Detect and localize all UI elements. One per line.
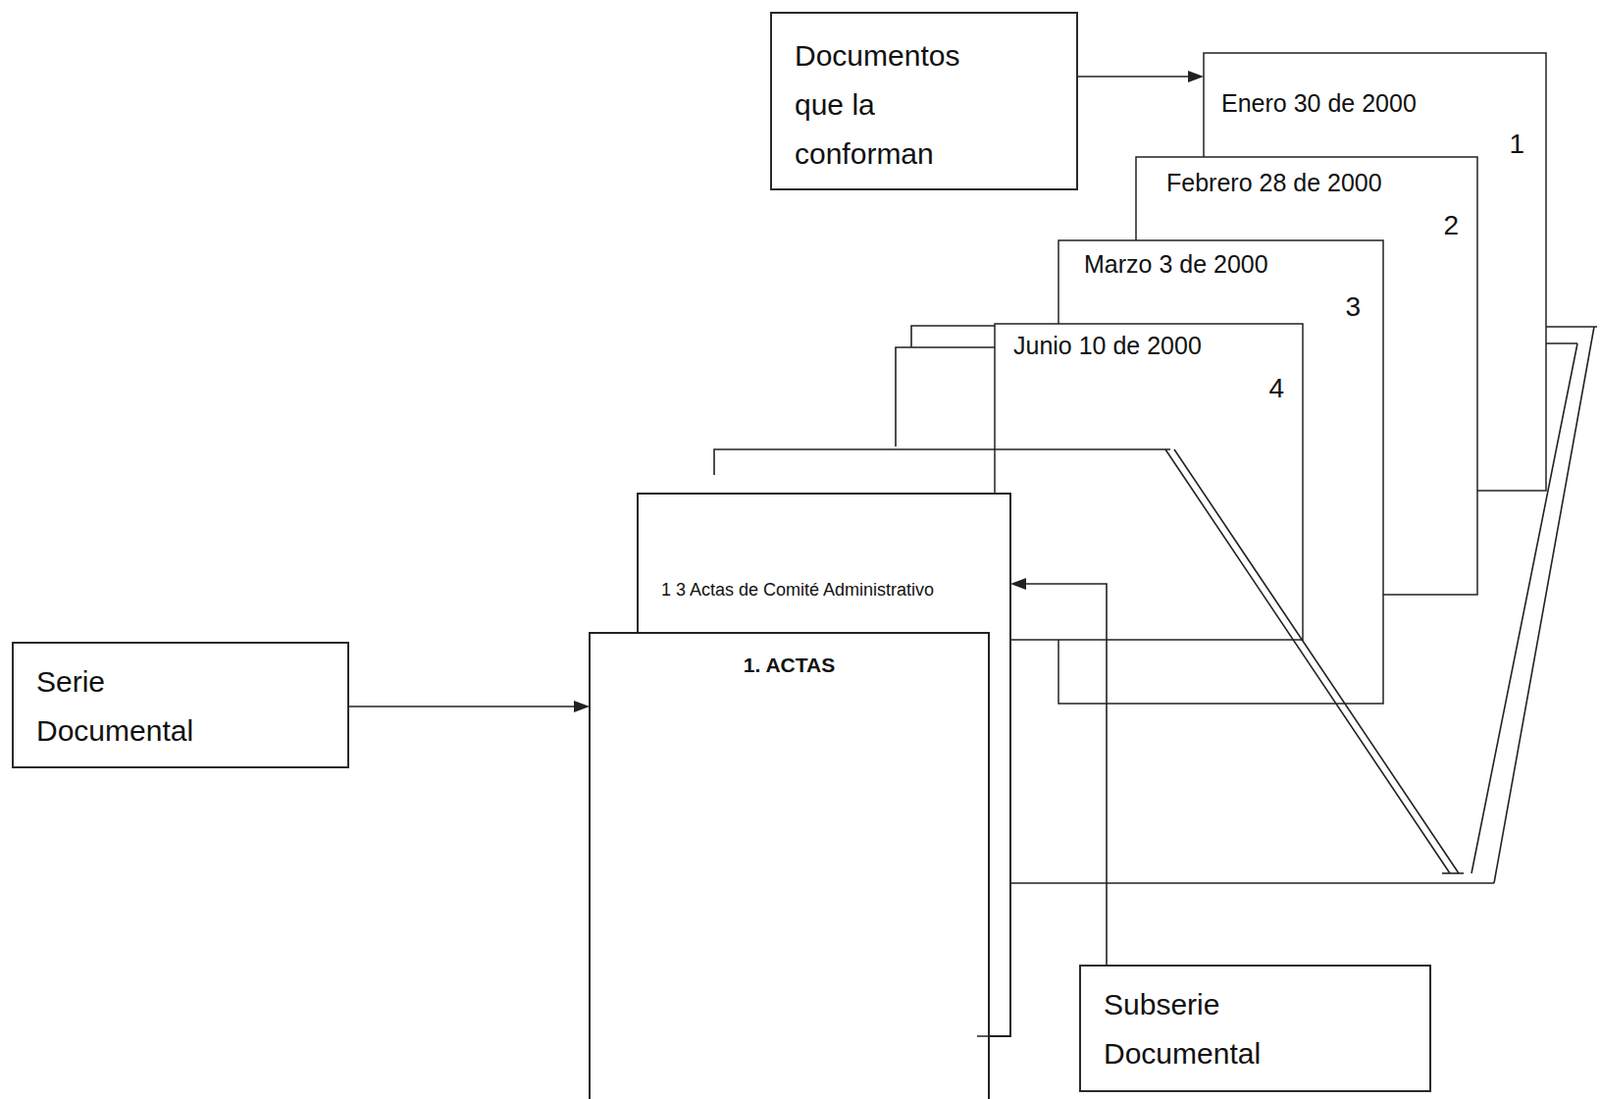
connector-line (1078, 75, 1190, 78)
arrow-head (573, 700, 590, 713)
connector-arrow (1010, 577, 1107, 965)
document-page: Marzo 3 de 2000 3 (1058, 240, 1384, 704)
document-date: Marzo 3 de 2000 (1083, 249, 1269, 279)
folder-edge (1165, 449, 1459, 874)
callout-text: Serie Documental (36, 657, 213, 756)
subseries-title: 1 3 Actas de Comité Administrativo (661, 579, 934, 602)
document-number: 1 (1508, 127, 1525, 161)
callout-text: Subserie Documental (1103, 980, 1281, 1079)
series-title: 1. ACTAS (589, 652, 989, 677)
document-number: 3 (1344, 290, 1361, 324)
connector-line (349, 705, 576, 708)
callout-box: Serie Documental (11, 641, 350, 769)
callout-box: Subserie Documental (1079, 964, 1432, 1092)
document-number: 2 (1443, 208, 1459, 243)
connector-line (1024, 583, 1107, 965)
document-date: Enero 30 de 2000 (1221, 88, 1417, 118)
connector-arrow (1078, 70, 1204, 83)
document-date: Febrero 28 de 2000 (1166, 167, 1383, 198)
document-number: 4 (1268, 371, 1285, 406)
callout-text: Documentos que la conforman (794, 31, 991, 179)
document-page: Febrero 28 de 2000 2 (1135, 156, 1478, 595)
connector-arrow (349, 700, 590, 713)
document-page-outline (994, 323, 1303, 640)
arrow-head (1010, 577, 1027, 590)
folder-back (1471, 326, 1598, 883)
document-date: Junio 10 de 2000 (1013, 330, 1202, 361)
arrow-head (1187, 70, 1204, 83)
series-folder-outline (589, 632, 989, 1099)
folder-tab (714, 449, 1171, 475)
folder-tab (895, 325, 995, 447)
document-page: Junio 10 de 2000 4 (994, 323, 1303, 640)
callout-box: Documentos que la conforman (770, 11, 1079, 191)
series-folder: 1. ACTAS (589, 632, 989, 1099)
subseries-folder: 1 3 Actas de Comité Administrativo (637, 493, 1011, 1036)
folder-edge (977, 1034, 1011, 1037)
folder-bottom (1010, 881, 1495, 884)
folder-edge (1442, 872, 1464, 875)
